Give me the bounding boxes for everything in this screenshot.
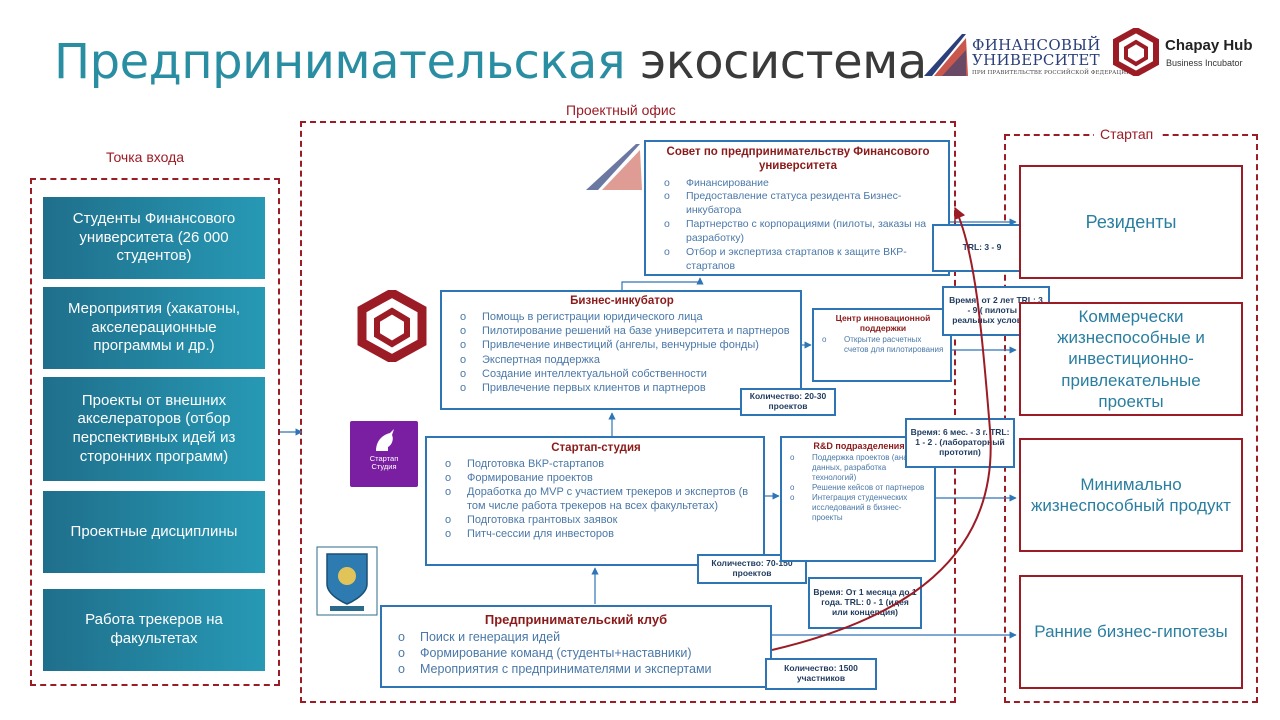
chapay-hub-subtitle: Business Incubator <box>1166 58 1243 68</box>
incubator-item: Помощь в регистрации юридического лица <box>460 310 792 325</box>
startup-studio-title: Стартап-студия <box>551 442 641 454</box>
financial-university-name: ФИНАНСОВЫЙ УНИВЕРСИТЕТ ПРИ ПРАВИТЕЛЬСТВЕ… <box>972 36 1132 76</box>
incubator-item: Создание интеллектуальной собственности <box>460 367 792 382</box>
startup-studio-item: Питч-сессии для инвесторов <box>445 527 755 541</box>
startup-group-label: Стартап <box>1094 126 1160 142</box>
club-item: Мероприятия с предпринимателями и экспер… <box>398 661 762 678</box>
startup-studio-item: Доработка до MVP с участием трекеров и э… <box>445 485 755 513</box>
startup-studio-item: Формирование проектов <box>445 471 755 485</box>
stage-early-hypotheses: Ранние бизнес-гипотезы <box>1019 575 1243 689</box>
stage-commercial-projects: Коммерчески жизнеспособные и инвестицион… <box>1019 302 1243 416</box>
club-box: Предпринимательский клуб Поиск и генерац… <box>380 605 772 688</box>
rnd-item: Решение кейсов от партнеров <box>790 483 928 493</box>
startup-studio-item: Подготовка грантовых заявок <box>445 513 755 527</box>
council-item: Отбор и экспертиза стартапов к защите ВК… <box>664 246 940 274</box>
entry-group-frame <box>30 178 280 686</box>
council-item: Партнерство с корпорациями (пилоты, зака… <box>664 218 940 246</box>
startup-studio-item: Подготовка ВКР-стартапов <box>445 457 755 471</box>
club-item: Формирование команд (студенты+наставники… <box>398 645 762 662</box>
incubator-logo <box>357 290 427 362</box>
rnd-item: Интеграция студенческих исследований в б… <box>790 493 928 523</box>
entry-point-students: Студенты Финансового университета (26 00… <box>43 197 265 279</box>
club-title: Предпринимательский клуб <box>484 612 668 627</box>
stage-mvp: Минимально жизнеспособный продукт <box>1019 438 1243 552</box>
entry-point-external-accelerators: Проекты от внешних акселераторов (отбор … <box>43 377 265 481</box>
innovation-center-title: Центр инновационной поддержки <box>835 313 931 334</box>
chapay-hub-name: Chapay Hub <box>1165 37 1253 54</box>
entry-point-project-disciplines: Проектные дисциплины <box>43 491 265 573</box>
trl-residents-badge: TRL: 3 - 9 <box>932 224 1032 272</box>
innovation-center-item: Открытие расчетных счетов для пилотирова… <box>822 335 944 355</box>
council-item: Финансирование <box>664 177 940 191</box>
time-early-badge: Время: От 1 месяца до 1 года. TRL: 0 - 1… <box>808 577 922 629</box>
university-crest-icon <box>316 546 378 616</box>
incubator-count-badge: Количество: 20-30 проектов <box>740 388 836 416</box>
council-item: Предоставление статуса резидента Бизнес-… <box>664 190 940 218</box>
incubator-title: Бизнес-инкубатор <box>570 295 674 307</box>
innovation-center-box: Центр инновационной поддержки Открытие р… <box>812 308 952 382</box>
unicorn-icon <box>376 429 394 451</box>
entry-group-label: Точка входа <box>100 149 191 165</box>
council-university-mark <box>586 144 642 190</box>
entry-point-events: Мероприятия (хакатоны, акселерационные п… <box>43 287 265 369</box>
incubator-item: Привлечение первых клиентов и партнеров <box>460 381 792 396</box>
title-part-2: экосистема <box>639 34 927 90</box>
financial-university-logo <box>924 34 968 76</box>
office-group-label: Проектный офис <box>560 102 682 118</box>
startup-studio-logo: Стартап Студия <box>350 421 418 487</box>
club-item: Поиск и генерация идей <box>398 629 762 646</box>
incubator-item: Пилотирование решений на базе университе… <box>460 324 792 339</box>
incubator-item: Привлечение инвестиций (ангелы, венчурны… <box>460 338 792 353</box>
incubator-item: Экспертная поддержка <box>460 353 792 368</box>
chapay-hub-logo <box>1113 28 1159 76</box>
startup-studio-box: Стартап-студия Подготовка ВКР-стартапов … <box>425 436 765 566</box>
council-title: Совет по предпринимательству Финансового… <box>666 146 930 172</box>
page-title: Предпринимательская экосистема <box>54 34 927 90</box>
club-count-badge: Количество: 1500 участников <box>765 658 877 690</box>
time-mvp-badge: Время: 6 мес. - 3 г. TRL: 1 - 2 . (лабор… <box>905 418 1015 468</box>
entry-point-trackers: Работа трекеров на факультетах <box>43 589 265 671</box>
startup-studio-logo-line1: Стартап <box>369 454 399 463</box>
council-box: Совет по предпринимательству Финансового… <box>644 140 950 276</box>
startup-studio-logo-line2: Студия <box>371 462 397 472</box>
title-part-1: Предпринимательская <box>54 34 626 90</box>
stage-residents: Резиденты <box>1019 165 1243 279</box>
